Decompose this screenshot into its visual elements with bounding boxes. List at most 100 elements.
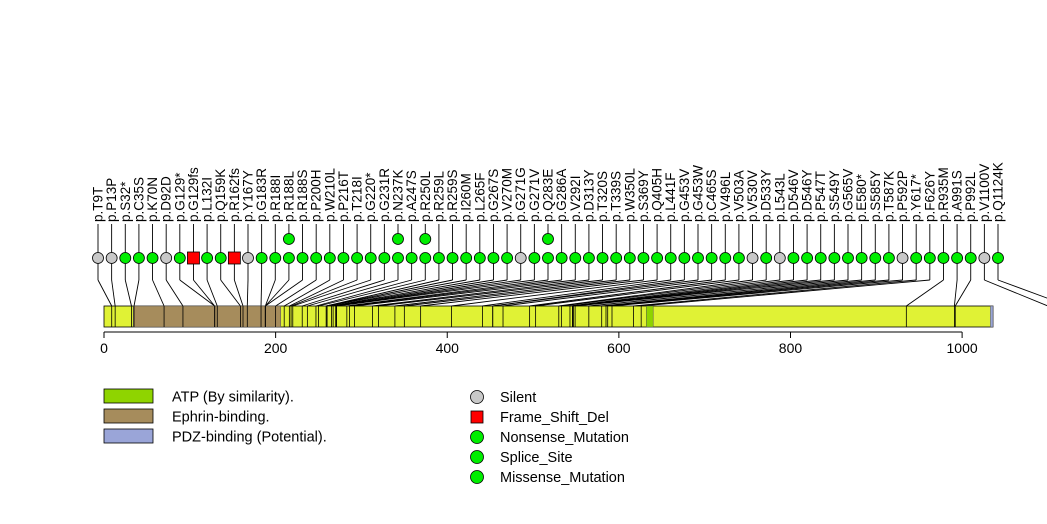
position-connector: [124, 279, 132, 307]
position-connector: [558, 279, 753, 307]
position-connector: [206, 279, 218, 307]
mutation-label: p.D546V: [786, 169, 801, 222]
domain-block: [132, 305, 282, 328]
mutation-marker-circle: [814, 252, 827, 264]
position-connector: [165, 279, 184, 307]
mutation-marker-circle: [160, 252, 173, 264]
mutation-label: p.Q1124K: [991, 162, 1006, 222]
mutation-label: p.R259L: [431, 170, 446, 222]
mutation-marker-circle: [555, 252, 568, 264]
mutation-label: p.R188S: [295, 169, 310, 222]
position-connector: [97, 279, 113, 307]
mutation-label: p.V503A: [731, 170, 746, 222]
type-legend-label: Missense_Mutation: [500, 470, 625, 486]
mutation-marker-circle: [569, 252, 582, 264]
position-connector: [953, 279, 958, 307]
mutation-label: p.I260M: [459, 173, 474, 222]
domain-legend-swatch: [103, 408, 154, 424]
position-connector: [611, 279, 903, 307]
mutation-marker-circle: [405, 252, 418, 264]
type-legend-label: Frame_Shift_Del: [500, 410, 609, 426]
mutation-label: p.D533Y: [759, 169, 774, 222]
mutation-label: p.G220*: [363, 172, 378, 222]
domain-legend-label: PDZ-binding (Potential).: [172, 430, 327, 446]
position-connector: [275, 279, 317, 307]
mutation-label: p.G271V: [527, 169, 542, 222]
mutation-marker-circle: [923, 252, 936, 264]
mutation-marker-circle: [978, 252, 991, 264]
position-connector: [535, 279, 739, 307]
mutation-label: p.G453V: [677, 169, 692, 222]
mutation-label: p.G453W: [691, 165, 706, 222]
type-legend-circle: [470, 390, 484, 404]
mutation-marker-circle: [842, 252, 854, 264]
mutation-marker-circle: [105, 252, 118, 264]
type-legend-label: Nonsense_Mutation: [500, 430, 629, 446]
type-legend-circle: [470, 450, 484, 464]
position-connector: [315, 279, 412, 307]
mutation-marker-circle: [719, 252, 732, 264]
mutation-label: p.R935M: [936, 167, 951, 222]
mutation-marker-circle: [910, 252, 923, 264]
x-tick-label: 1000: [947, 340, 978, 356]
mutation-label: p.R250L: [418, 170, 433, 222]
position-connector: [601, 279, 862, 307]
mutation-label: p.R259S: [445, 169, 460, 222]
x-tick-label: 600: [607, 340, 631, 356]
mutation-marker-circle: [419, 233, 432, 245]
mutation-marker-square: [187, 251, 200, 265]
domain-block: [990, 305, 994, 328]
mutation-label: p.F626Y: [922, 171, 937, 222]
mutation-label: p.A991S: [950, 170, 965, 222]
mutation-label: p.L265F: [472, 172, 487, 222]
mutation-marker-circle: [283, 252, 295, 264]
mutation-label: p.R162fs: [227, 168, 242, 222]
mutation-labels: p.T9Tp.P13Pp.S32*p.C35Sp.K70Np.D92Dp.G12…: [91, 162, 1006, 222]
position-connector: [529, 279, 726, 307]
position-connector: [331, 279, 480, 307]
mutation-label: p.V1100V: [977, 164, 992, 222]
mutation-label: p.W350L: [622, 167, 637, 222]
position-connector: [318, 279, 426, 307]
mutation-marker-circle: [692, 252, 704, 264]
position-connector: [633, 279, 917, 307]
position-connector: [264, 279, 290, 307]
mutation-label: p.N237K: [391, 169, 406, 222]
mutation-marker-circle: [828, 252, 841, 264]
mutation-marker-circle: [705, 252, 718, 264]
mutation-marker-circle: [460, 252, 473, 264]
mutation-label: p.P216T: [336, 171, 351, 222]
mutation-marker-circle: [255, 252, 268, 264]
position-connector: [193, 279, 216, 307]
mutation-marker-circle: [351, 252, 363, 264]
mutation-label: p.Q283E: [541, 169, 556, 222]
type-legend-square: [470, 410, 484, 424]
mutation-label: p.T587K: [881, 171, 896, 222]
mutation-label: p.S585Y: [868, 170, 883, 222]
position-connector: [641, 279, 930, 307]
mutation-label: p.K70N: [145, 177, 160, 222]
position-connector: [152, 279, 165, 307]
mutation-label: p.G565V: [841, 169, 856, 222]
mutation-marker-circle: [419, 252, 432, 264]
mutation-marker-circle: [201, 252, 213, 264]
mutation-marker-circle: [801, 252, 813, 264]
mutation-label: p.L543L: [772, 173, 787, 222]
mutation-marker-circle: [214, 252, 227, 264]
mutation-label: p.T339S: [609, 171, 624, 222]
position-connector: [333, 279, 494, 307]
position-connector: [326, 279, 453, 307]
x-tick-label: 800: [779, 340, 803, 356]
position-connector: [289, 279, 344, 307]
mutation-marker-circle: [964, 252, 977, 264]
position-connector: [246, 279, 249, 307]
position-connector: [292, 279, 371, 307]
mutation-marker-circle: [528, 252, 541, 264]
mutation-type-legend: SilentFrame_Shift_DelNonsense_MutationSp…: [470, 390, 629, 486]
mutation-marker-circle: [855, 252, 868, 264]
mutation-label: p.G286A: [554, 169, 569, 222]
mutation-label: p.T9T: [91, 187, 106, 222]
position-connector: [346, 279, 549, 307]
